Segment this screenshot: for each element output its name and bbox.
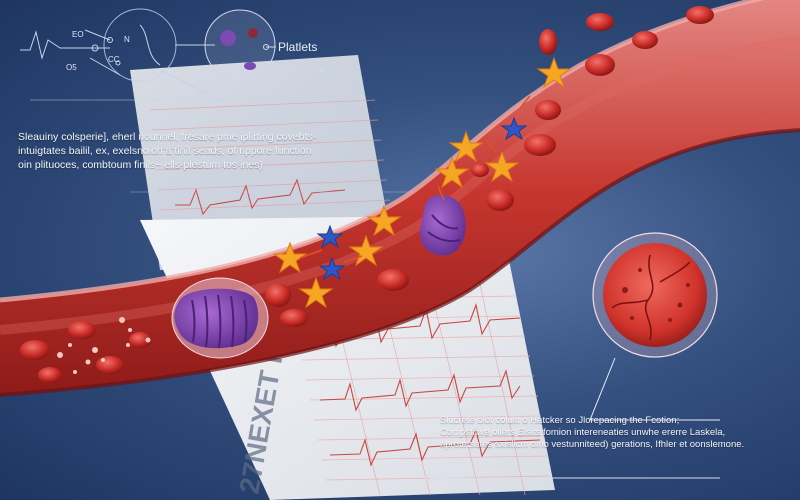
top-paragraph-line-1: Sleauiny colsperie], eherl nounnel, fres… xyxy=(18,131,317,143)
ecg-label-a: EO xyxy=(72,30,84,39)
ecg-label-c: CC xyxy=(108,55,120,64)
platelets-label: Platlets xyxy=(278,40,318,54)
activated-platelets xyxy=(272,56,572,309)
bottom-paragraph-line-2: Compsfitive ollers Elsits fomion interen… xyxy=(440,427,726,438)
ecg-diagram xyxy=(20,8,440,193)
bottom-paragraph-line-1: Slucrete olot colulit o Hatcker so Jlore… xyxy=(440,415,680,426)
red-blood-cells xyxy=(20,6,714,383)
small-platelet-dots xyxy=(57,317,151,374)
bottom-paragraph-line-3: riprotetsates sxislicm oino vestunniteed… xyxy=(440,439,745,450)
ecg-label-d: O5 xyxy=(66,63,77,72)
magnified-cell xyxy=(589,232,720,421)
bottom-paragraph: Slucrete olot colulit o Hatcker so Jlore… xyxy=(440,415,744,451)
purple-cell-large xyxy=(171,277,269,359)
purple-cell-small xyxy=(419,194,466,256)
ecg-label-b: N xyxy=(124,35,130,44)
platelet-bubble xyxy=(204,9,324,81)
top-paragraph-line-2: intuigtates bailil, ex, exelsnoion a tin… xyxy=(18,145,312,157)
top-paragraph-line-3: oin plituoces, combtoum finils~ ells-ple… xyxy=(18,159,263,171)
slider-indicator xyxy=(425,473,720,483)
document-sheet-back xyxy=(130,55,395,270)
top-paragraph: Sleauiny colsperie], eherl nounnel, fres… xyxy=(18,130,316,172)
